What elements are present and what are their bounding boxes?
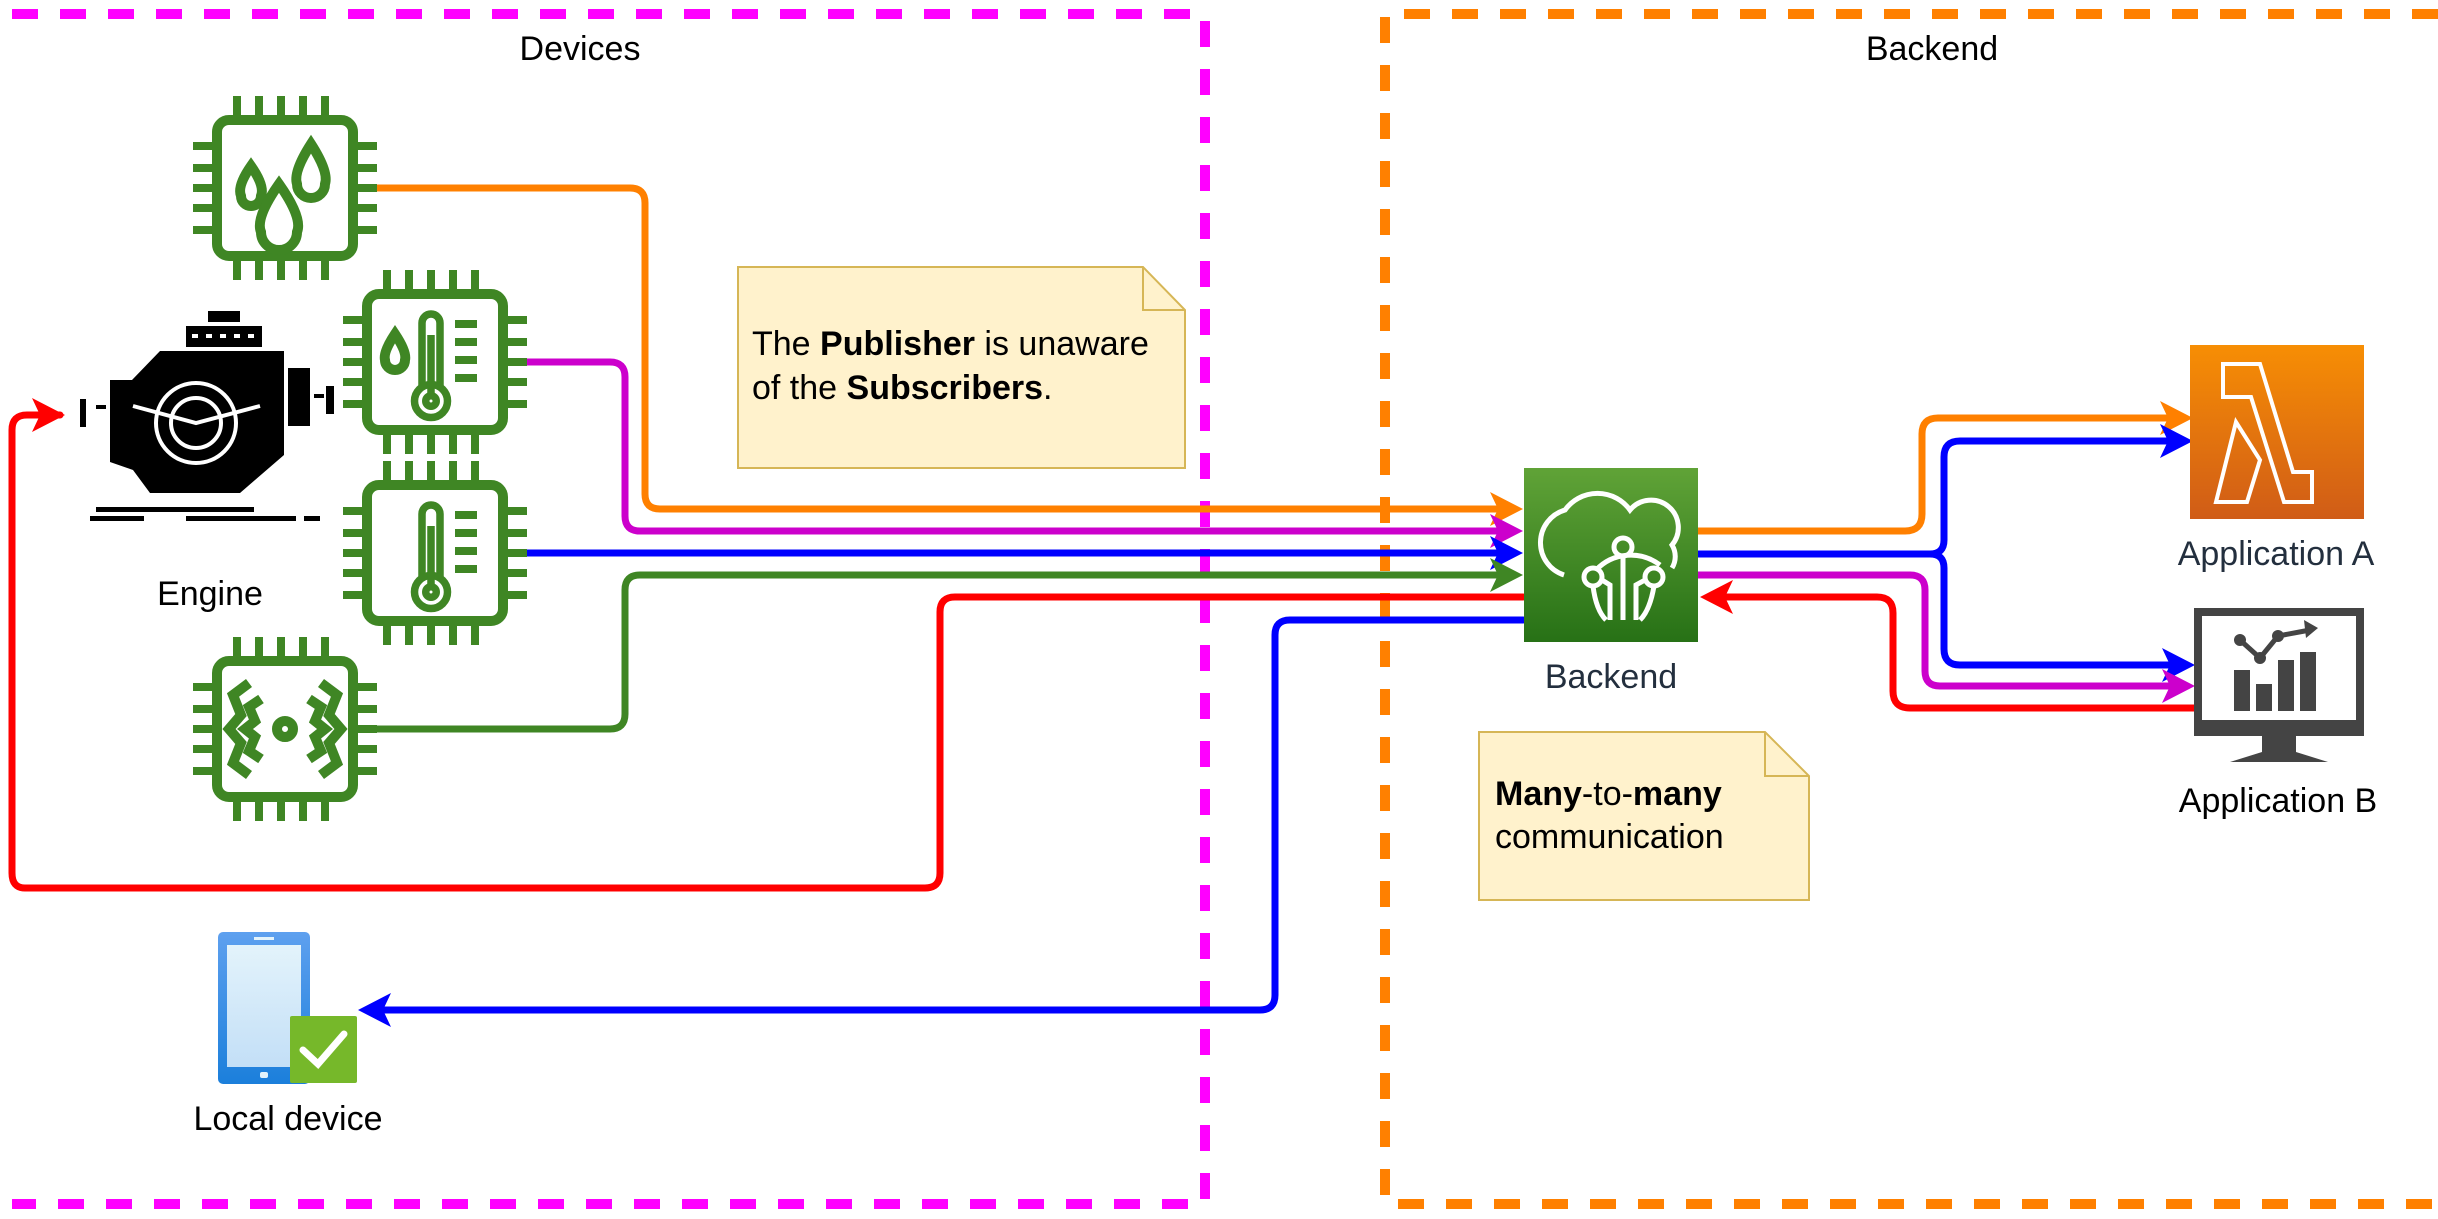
devices-group: Devices <box>12 9 1210 1209</box>
arrowhead <box>1490 514 1523 548</box>
backend-label: Backend <box>1545 658 1677 696</box>
backend-group-label: Backend <box>1866 30 1998 68</box>
arrowhead <box>2162 669 2195 703</box>
arrowhead <box>32 398 65 432</box>
flow-vibration-to-backend[interactable] <box>373 571 1512 733</box>
local-device-node[interactable]: Local device <box>193 932 383 1138</box>
flows <box>8 184 2199 1027</box>
flow-app-b-to-backend[interactable] <box>1716 593 2199 712</box>
arrowhead <box>2160 424 2193 458</box>
temperature-sensor-chip-icon[interactable] <box>343 461 527 645</box>
backend-node[interactable]: Backend <box>1524 468 1698 696</box>
flow-backend-to-engine[interactable] <box>8 411 1527 892</box>
publisher-note-line1: The Publisher is unaware <box>752 325 1149 363</box>
lambda-glyph <box>2213 362 2314 504</box>
devices-group-label: Devices <box>520 30 641 68</box>
local-device-label: Local device <box>193 1100 382 1138</box>
mobile-check-icon <box>218 932 357 1084</box>
flow-backend-to-app-a-blue[interactable] <box>1694 437 2182 558</box>
flow-humidity-to-backend[interactable] <box>373 184 1512 513</box>
flow-humidity-temp-to-backend[interactable] <box>523 358 1512 535</box>
arrowhead <box>358 993 391 1027</box>
engine-label: Engine <box>157 575 263 613</box>
iot-cloud-glyph <box>1537 490 1681 622</box>
lambda-icon <box>2190 345 2364 519</box>
backend-group: Backend <box>1380 9 2438 1209</box>
flow-backend-to-app-b-blue[interactable] <box>1926 550 2184 669</box>
application-b-node[interactable]: Application B <box>2179 608 2377 820</box>
engine-icon <box>80 311 334 521</box>
flow-backend-to-local-device[interactable] <box>371 616 1527 1014</box>
application-a-label: Application A <box>2178 535 2375 573</box>
many-note-line1: Many-to-many <box>1495 775 1722 813</box>
vibration-sensor-chip-icon[interactable] <box>193 637 377 821</box>
application-a-node[interactable]: Application A <box>2178 345 2375 573</box>
humidity-sensor-chip-icon[interactable] <box>193 96 377 280</box>
backend-group-border <box>1380 9 2438 1209</box>
arrowhead <box>1490 492 1523 526</box>
publisher-note: The Publisher is unaware of the Subscrib… <box>737 266 1186 469</box>
publisher-note-line2: of the Subscribers. <box>752 369 1053 407</box>
arrowhead <box>1490 536 1523 570</box>
analytics-monitor-icon <box>2194 608 2364 762</box>
many-to-many-note: Many-to-many communication <box>1478 731 1810 901</box>
arrowhead <box>1700 580 1733 614</box>
flow-backend-to-app-b-magenta[interactable] <box>1694 571 2184 690</box>
devices-group-border <box>12 9 1210 1209</box>
many-note-line2: communication <box>1495 818 1724 856</box>
arrowhead <box>1490 558 1523 592</box>
flow-backend-to-app-a-orange[interactable] <box>1694 414 2182 535</box>
application-b-label: Application B <box>2179 782 2377 820</box>
arrowhead <box>2160 401 2193 435</box>
humidity-temperature-sensor-chip-icon[interactable] <box>343 270 527 454</box>
engine-node[interactable]: Engine <box>80 311 334 613</box>
